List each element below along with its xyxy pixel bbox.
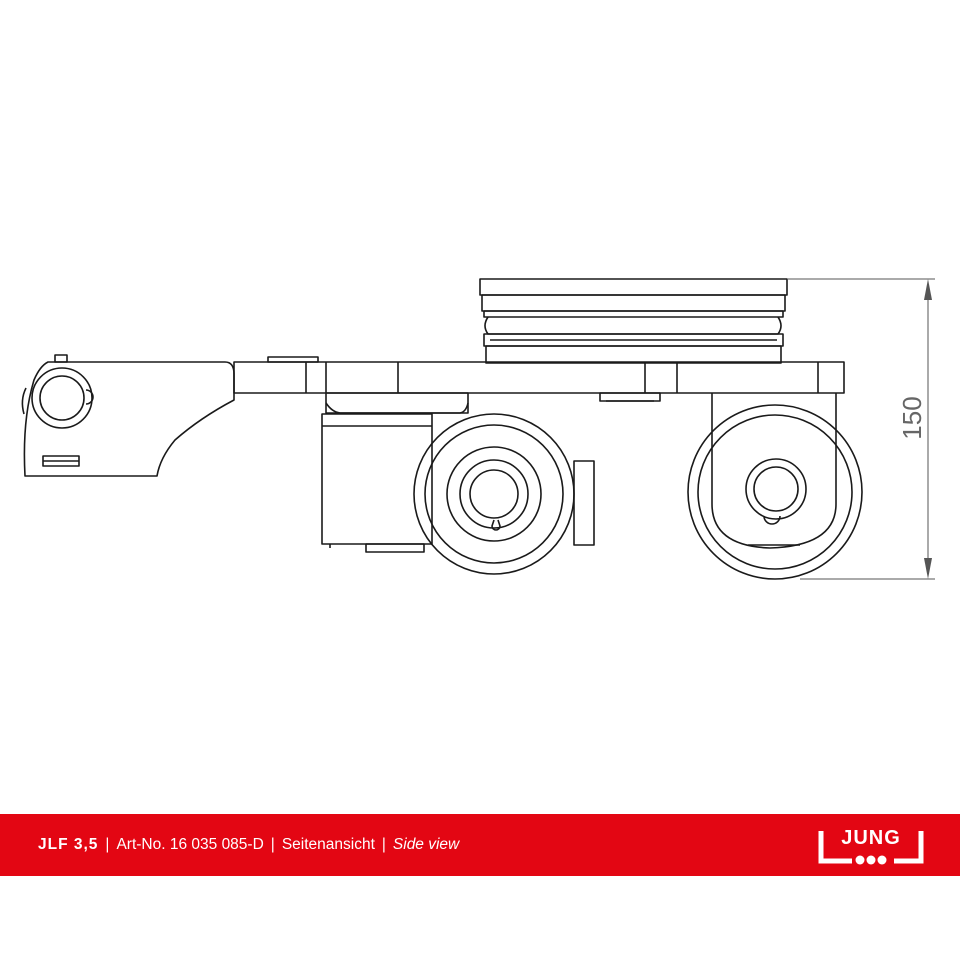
handle-yoke (21, 354, 235, 477)
rear-wheel (413, 413, 575, 575)
front-wheel-assembly (687, 393, 863, 580)
separator: | (381, 836, 386, 853)
article-number: Art-No. 16 035 085-D (116, 836, 264, 853)
logo-frame-icon (818, 831, 924, 865)
view-label-german: Seitenansicht (281, 836, 375, 853)
jung-logo: JUNG (818, 825, 924, 869)
height-dimension (787, 278, 935, 580)
separator: | (105, 836, 110, 853)
logo-text: JUNG (841, 827, 901, 849)
dimension-label: 150 (897, 396, 927, 439)
footer-bar: JLF 3,5 | Art-No. 16 035 085-D | Seitenansic… (0, 814, 960, 876)
model-name: JLF 3,5 (38, 836, 99, 853)
load-plate (479, 278, 788, 364)
view-label-english: Side view (392, 836, 460, 853)
caption: JLF 3,5 | Art-No. 16 035 085-D | Seitenansic… (38, 834, 459, 856)
chassis-frame (233, 356, 845, 402)
side-view-drawing: 150 (21, 278, 935, 580)
separator: | (270, 836, 275, 853)
